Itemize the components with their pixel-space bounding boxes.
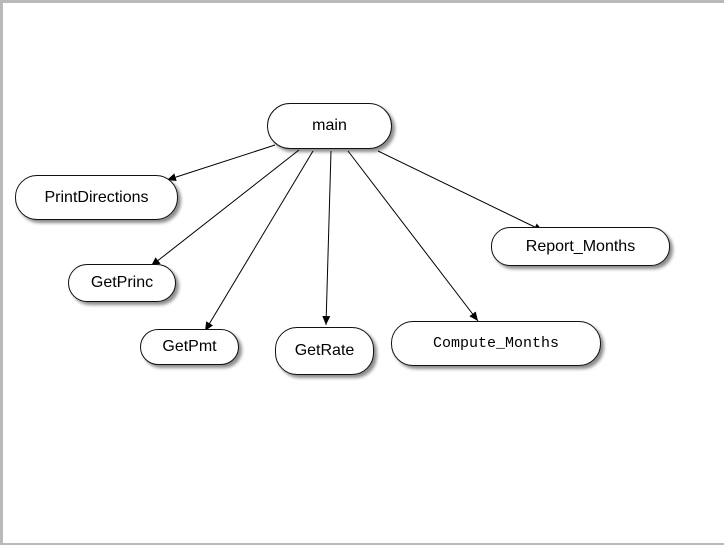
node-compute-months: Compute_Months [391,321,601,366]
node-get-pmt-label: GetPmt [162,338,217,355]
edge-main-reportmonths [377,150,544,232]
edge-main-getprinc [150,149,300,267]
node-report-months: Report_Months [491,227,670,266]
node-main: main [267,103,392,149]
edge-main-getpmt [204,150,314,332]
node-get-rate: GetRate [275,327,374,375]
node-report-months-label: Report_Months [525,237,636,255]
node-main-label: main [312,117,347,134]
edge-main-getrate [322,150,332,326]
node-get-princ: GetPrinc [68,264,176,302]
edge-main-printdirections [166,144,276,182]
node-print-directions-label: PrintDirections [44,188,149,206]
node-get-pmt: GetPmt [140,329,239,365]
edge-main-computemonths [347,150,479,322]
call-edges [150,144,544,332]
node-get-princ-label: GetPrinc [90,274,154,291]
node-print-directions: PrintDirections [15,175,178,220]
node-compute-months-label: Compute_Months [432,335,560,352]
node-get-rate-label: GetRate [294,342,355,359]
